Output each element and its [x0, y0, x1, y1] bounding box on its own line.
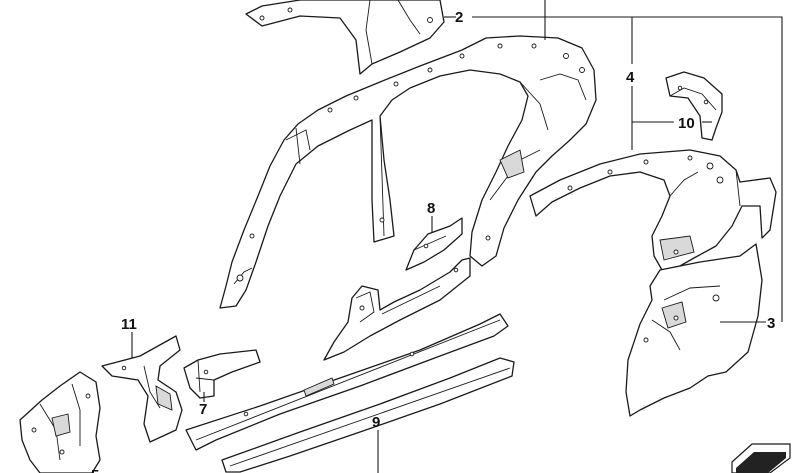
part-7-bracket — [183, 349, 261, 399]
callout-9: 9 — [372, 414, 380, 431]
callout-5: 5 — [91, 467, 99, 473]
part-11-pillar-reinforcement — [101, 335, 183, 443]
leader-2-right — [472, 16, 783, 320]
callout-8: 8 — [427, 200, 435, 217]
part-4-wheel-arch — [529, 149, 777, 271]
callout-10: 10 — [678, 115, 695, 132]
callout-3: 3 — [767, 315, 775, 332]
part-5-hinge-pillar — [19, 371, 101, 473]
callout-labels: 2 4 10 8 3 11 7 9 5 — [91, 9, 775, 473]
callout-11: 11 — [121, 316, 137, 333]
callout-7: 7 — [199, 401, 207, 418]
part-8-gusset — [405, 217, 463, 271]
leader-lines — [131, 0, 783, 473]
body-side-frame — [219, 35, 597, 309]
part-3-inner-arch — [625, 243, 763, 417]
sill-inner-panel — [323, 257, 471, 361]
callout-2: 2 — [455, 9, 463, 26]
corner-part-icon — [731, 443, 791, 473]
part-2-upper-panel — [245, 0, 445, 75]
callout-4: 4 — [626, 69, 635, 86]
part-10-bracket — [665, 71, 723, 141]
part-9-sill-rail — [185, 313, 515, 473]
